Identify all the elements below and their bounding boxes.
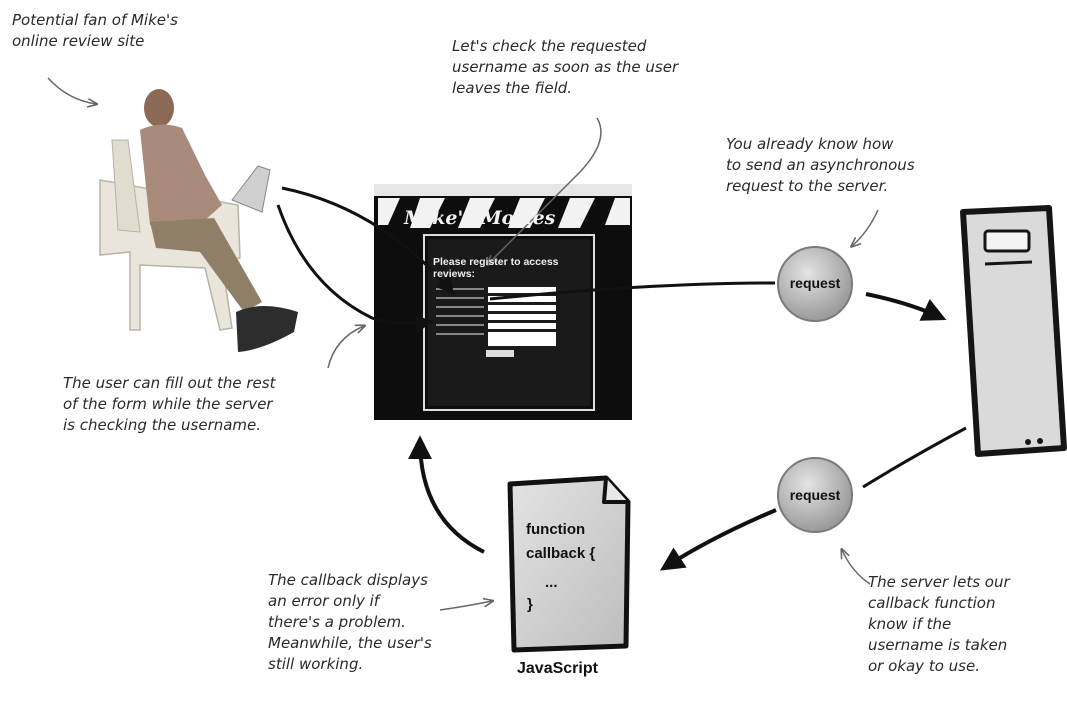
arrow-request-to-js <box>659 508 777 571</box>
request-ball-top <box>777 246 853 322</box>
user-illustration <box>99 89 298 352</box>
request-label-top: request <box>789 275 841 291</box>
annotation-fan: Potential fan of Mike's online review si… <box>12 11 178 50</box>
note-arrow-check <box>488 117 602 264</box>
arrow-request-to-server <box>865 292 947 321</box>
registration-heading: Please register to access reviews: <box>433 256 559 280</box>
arrow-field-to-request <box>489 281 776 301</box>
note-arrow-fan <box>47 77 96 104</box>
annotation-fill-form: The user can fill out the rest of the fo… <box>63 374 276 434</box>
note-arrow-server-reply <box>842 550 871 585</box>
annotation-check-username: Let's check the requested username as so… <box>452 37 679 97</box>
note-arrow-fill <box>327 326 364 369</box>
arrow-server-to-request <box>862 426 967 489</box>
annotation-async-request: You already know how to send an asynchro… <box>726 135 915 195</box>
javascript-file-icon <box>507 475 631 653</box>
request-ball-bottom <box>777 457 853 533</box>
arrow-js-to-browser <box>408 435 485 554</box>
arrow-user-to-form-a <box>281 186 455 295</box>
note-arrow-async <box>852 209 879 246</box>
server-illustration <box>960 205 1067 457</box>
arrow-user-to-form-b <box>276 204 434 333</box>
js-code-line-2: callback { <box>526 545 596 562</box>
js-code-line-4: } <box>527 596 533 613</box>
browser-screenshot <box>374 184 632 420</box>
js-code-line-3: ... <box>545 574 558 591</box>
annotation-server-reply: The server lets our callback function kn… <box>868 573 1010 675</box>
brand-logo: Mike's Movies <box>404 207 556 229</box>
note-arrow-callback <box>439 601 492 611</box>
annotation-callback: The callback displays an error only if t… <box>268 571 432 673</box>
js-file-caption: JavaScript <box>517 660 598 677</box>
request-label-bottom: request <box>789 487 841 503</box>
js-code-line-1: function <box>526 521 586 538</box>
